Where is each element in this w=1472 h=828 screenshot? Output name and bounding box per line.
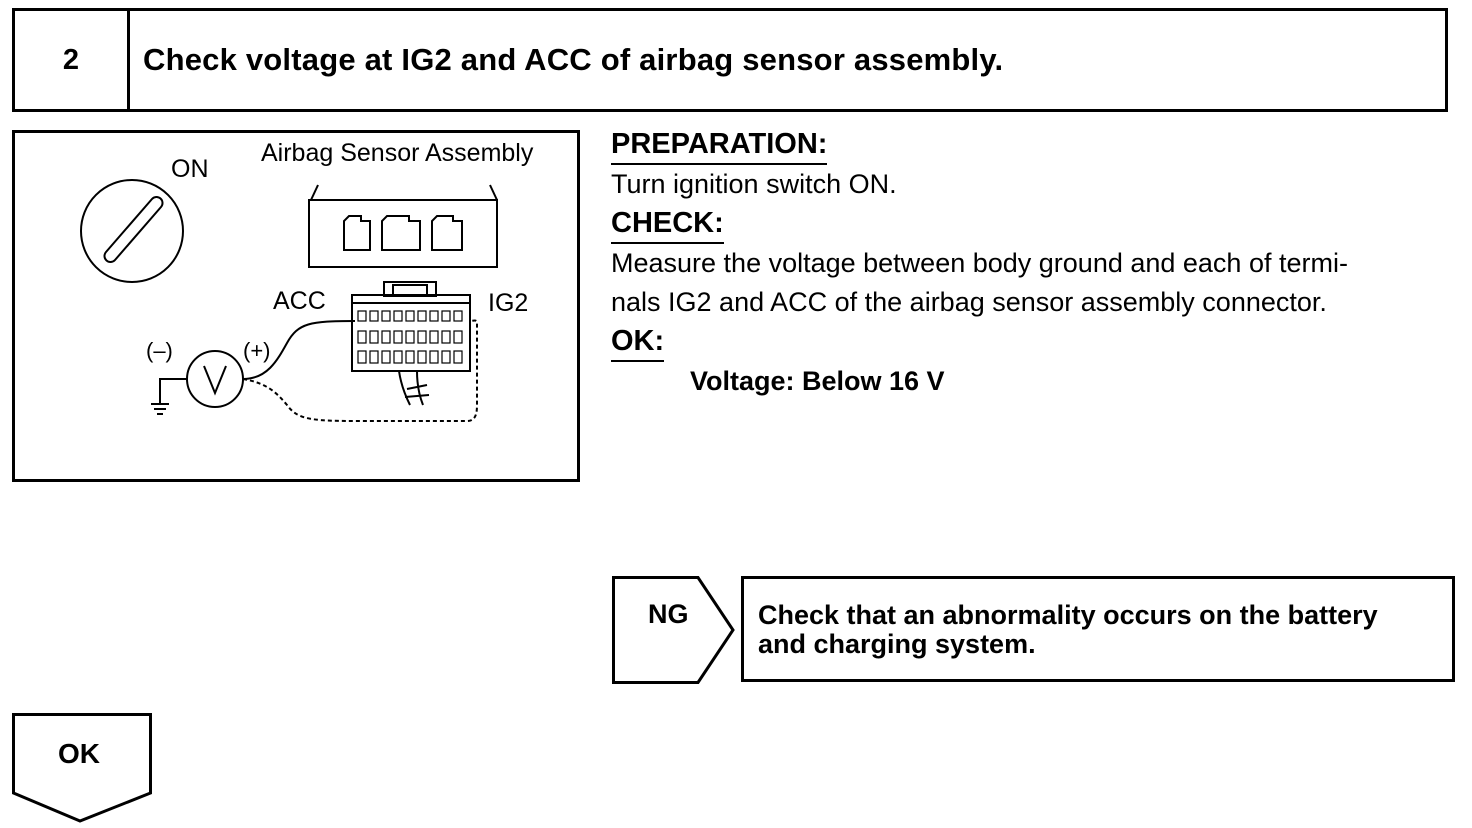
preparation-heading: PREPARATION: — [611, 130, 828, 165]
ng-tag-icon — [612, 576, 735, 684]
preparation-text: Turn ignition switch ON. — [611, 169, 897, 199]
negative-probe-label: (–) — [146, 338, 173, 363]
acc-label: ACC — [273, 287, 326, 315]
on-label: ON — [171, 155, 209, 183]
assembly-label: Airbag Sensor Assembly — [261, 139, 534, 167]
step-header: 2 Check voltage at IG2 and ACC of airbag… — [12, 8, 1448, 112]
ng-label: NG — [648, 599, 689, 629]
ng-action-line1: Check that an abnormality occurs on the … — [758, 600, 1378, 630]
check-text-line1: Measure the voltage between body ground … — [611, 248, 1348, 278]
check-text-line2: nals IG2 and ACC of the airbag sensor as… — [611, 287, 1327, 317]
check-heading: CHECK: — [611, 209, 724, 244]
ok-heading: OK: — [611, 327, 665, 362]
airbag-sensor-assembly-icon — [308, 184, 498, 268]
ignition-switch-icon — [80, 179, 184, 283]
ok-label: OK — [58, 738, 100, 769]
ok-tag-icon — [12, 713, 152, 823]
ng-action-line2: and charging system. — [758, 629, 1036, 659]
voltmeter-icon — [186, 350, 244, 408]
wiring-figure: ON Airbag Sensor Assembly ACC IG2 (–) (+… — [12, 130, 580, 482]
ng-action-box: Check that an abnormality occurs on the … — [741, 576, 1455, 682]
positive-probe-label: (+) — [243, 338, 271, 363]
connector-diagram — [80, 179, 498, 422]
ok-spec: Voltage: Below 16 V — [690, 366, 945, 396]
ig2-label: IG2 — [488, 289, 529, 317]
connector-icon — [351, 281, 471, 406]
step-number: 2 — [15, 11, 130, 109]
step-title: Check voltage at IG2 and ACC of airbag s… — [143, 42, 1004, 77]
